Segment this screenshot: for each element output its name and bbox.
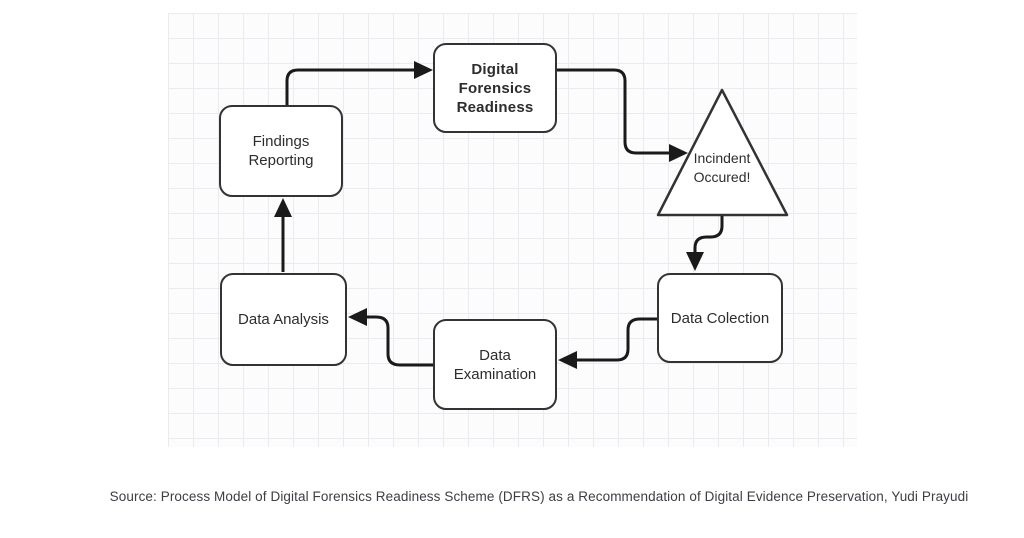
node-digital-forensics-readiness: Digital Forensics Readiness <box>433 43 557 133</box>
node-data-collection: Data Colection <box>657 273 783 363</box>
node-data-collection-label: Data Colection <box>670 309 770 327</box>
node-data-analysis: Data Analysis <box>220 273 347 366</box>
node-findings-reporting-label: Findings Reporting <box>248 133 314 169</box>
node-data-analysis-label: Data Analysis <box>238 311 329 328</box>
node-data-examination: Data Examination <box>433 319 557 410</box>
node-data-examination-label: Data Examination <box>453 346 537 383</box>
source-caption: Source: Process Model of Digital Forensi… <box>109 489 969 504</box>
node-findings-reporting: Findings Reporting <box>219 105 343 197</box>
node-digital-forensics-readiness-label: Digital Forensics Readiness <box>456 60 534 116</box>
node-incident-occurred-label: Incindent Occured! <box>693 150 751 185</box>
